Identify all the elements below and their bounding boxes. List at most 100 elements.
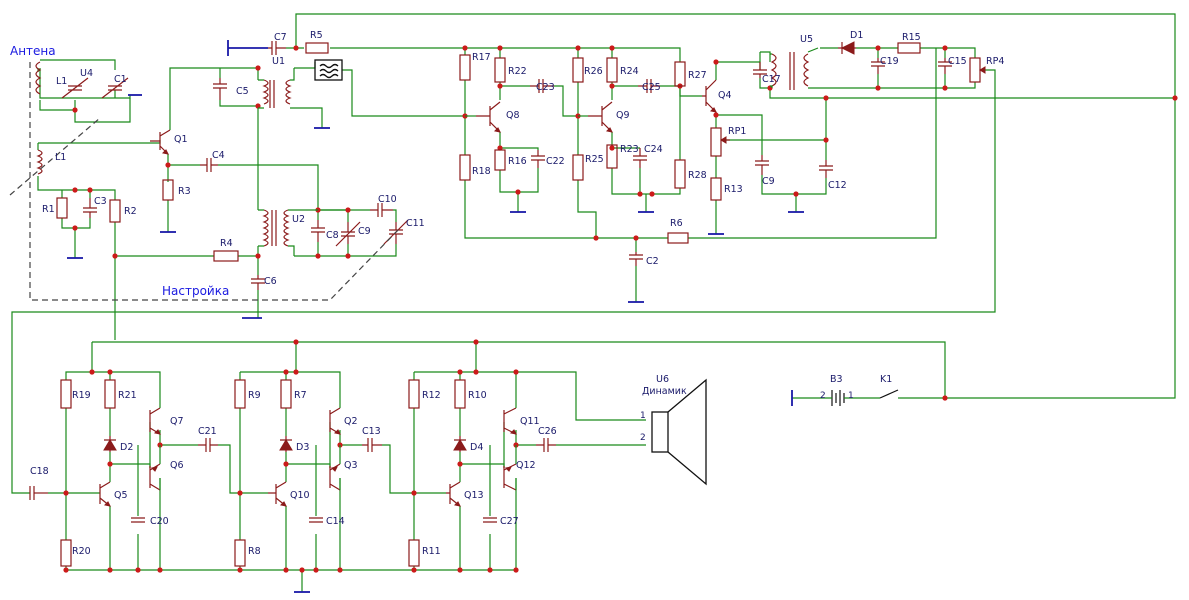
- capacitor-c1: [101, 77, 129, 99]
- label-c14: C14: [326, 516, 345, 527]
- junction-dot: [593, 235, 599, 241]
- resistor-r19: [60, 379, 72, 409]
- junction-dot: [87, 187, 93, 193]
- label-r3: R3: [178, 186, 191, 197]
- resistor-r25: [572, 154, 584, 181]
- junction-dot: [112, 253, 118, 259]
- junction-dot: [293, 45, 299, 51]
- label-c26: C26: [538, 426, 557, 437]
- battery-b3: [831, 390, 845, 406]
- junction-dot: [609, 45, 615, 51]
- label-q5: Q5: [114, 490, 128, 501]
- junction-dot: [315, 253, 321, 259]
- label-r23: R23: [620, 144, 639, 155]
- resistor-r15: [897, 42, 921, 54]
- junction-dot: [823, 137, 829, 143]
- label-tuning: Настройка: [162, 284, 229, 298]
- label-c6: C6: [264, 276, 277, 287]
- transistor-q9: [588, 101, 613, 133]
- junction-dot: [72, 107, 78, 113]
- label-battery-pin2: 2: [820, 391, 826, 401]
- transistor-q1: [150, 129, 171, 155]
- transistor-q10: [268, 481, 287, 507]
- label-l1: L1: [55, 152, 66, 163]
- label-c9-b: C9: [762, 176, 775, 187]
- junction-dot: [513, 369, 519, 375]
- label-r27: R27: [688, 70, 707, 81]
- capacitor-c4: [206, 158, 212, 172]
- junction-dot: [293, 339, 299, 345]
- label-antenna: Антена: [10, 44, 56, 58]
- junction-dot: [411, 490, 417, 496]
- label-q11: Q11: [520, 416, 540, 427]
- speaker-cone: [667, 378, 707, 486]
- label-r21: R21: [118, 390, 137, 401]
- junction-dot: [487, 567, 493, 573]
- resistor-r22: [494, 57, 506, 83]
- label-c24: C24: [644, 144, 663, 155]
- potentiometer-rp4: [969, 57, 981, 83]
- label-c18: C18: [30, 466, 49, 477]
- capacitor-c2: [629, 254, 643, 260]
- capacitor-c26: [543, 438, 549, 452]
- capacitor-c22: [531, 155, 545, 161]
- junction-dot: [283, 567, 289, 573]
- junction-dot: [411, 567, 417, 573]
- junction-dot: [63, 490, 69, 496]
- label-r5: R5: [310, 30, 323, 41]
- label-battery-pin1: 1: [848, 391, 854, 401]
- resistor-r3: [162, 179, 174, 201]
- junction-dot: [793, 191, 799, 197]
- capacitor-c9-b: [755, 160, 769, 166]
- resistor-r13: [710, 177, 722, 201]
- resistor-r26: [572, 57, 584, 83]
- label-u4: U4: [80, 68, 93, 79]
- label-speaker-name: Динамик: [642, 386, 687, 397]
- grounds: [67, 40, 804, 593]
- capacitor-c13: [367, 438, 373, 452]
- junction-dot: [823, 95, 829, 101]
- label-r28: R28: [688, 170, 707, 181]
- label-k1: K1: [880, 374, 892, 385]
- label-c20: C20: [150, 516, 169, 527]
- resistor-r1: [56, 197, 68, 219]
- junction-dot: [513, 567, 519, 573]
- label-d4: D4: [470, 442, 483, 453]
- junction-dot: [497, 83, 503, 89]
- label-q12: Q12: [516, 460, 536, 471]
- label-c10: C10: [378, 194, 397, 205]
- capacitor-c8: [311, 227, 325, 233]
- label-c11: C11: [406, 218, 425, 229]
- resistor-r2: [109, 199, 121, 223]
- label-r10: R10: [468, 390, 487, 401]
- capacitor-c12: [819, 165, 833, 171]
- label-u5: U5: [800, 34, 813, 45]
- junction-dot: [637, 191, 643, 197]
- transistor-q8: [476, 101, 501, 133]
- junction-dot: [713, 59, 719, 65]
- label-r20: R20: [72, 546, 91, 557]
- resistor-r6: [667, 232, 689, 244]
- resistor-r18: [459, 154, 471, 181]
- junction-dot: [457, 461, 463, 467]
- transformer-u1: [262, 79, 269, 105]
- junction-dot: [313, 567, 319, 573]
- junction-dot: [473, 339, 479, 345]
- junction-dot: [942, 395, 948, 401]
- label-r7: R7: [294, 390, 307, 401]
- resistor-r11: [408, 539, 420, 567]
- label-r17: R17: [472, 52, 491, 63]
- resistor-r27: [674, 61, 686, 87]
- capacitor-u4: [61, 77, 89, 99]
- resistor-r28: [674, 159, 686, 189]
- label-q2: Q2: [344, 416, 358, 427]
- inductor-l1: [36, 149, 43, 175]
- label-r6: R6: [670, 218, 683, 229]
- resistor-r7: [280, 379, 292, 409]
- label-c2: C2: [646, 256, 659, 267]
- label-r11: R11: [422, 546, 441, 557]
- junction-dot: [497, 145, 503, 151]
- component-labels: Антена Настройка L1 U4 C1 L1 Q1 R1 C3 R2…: [10, 30, 1004, 557]
- label-r15: R15: [902, 32, 921, 43]
